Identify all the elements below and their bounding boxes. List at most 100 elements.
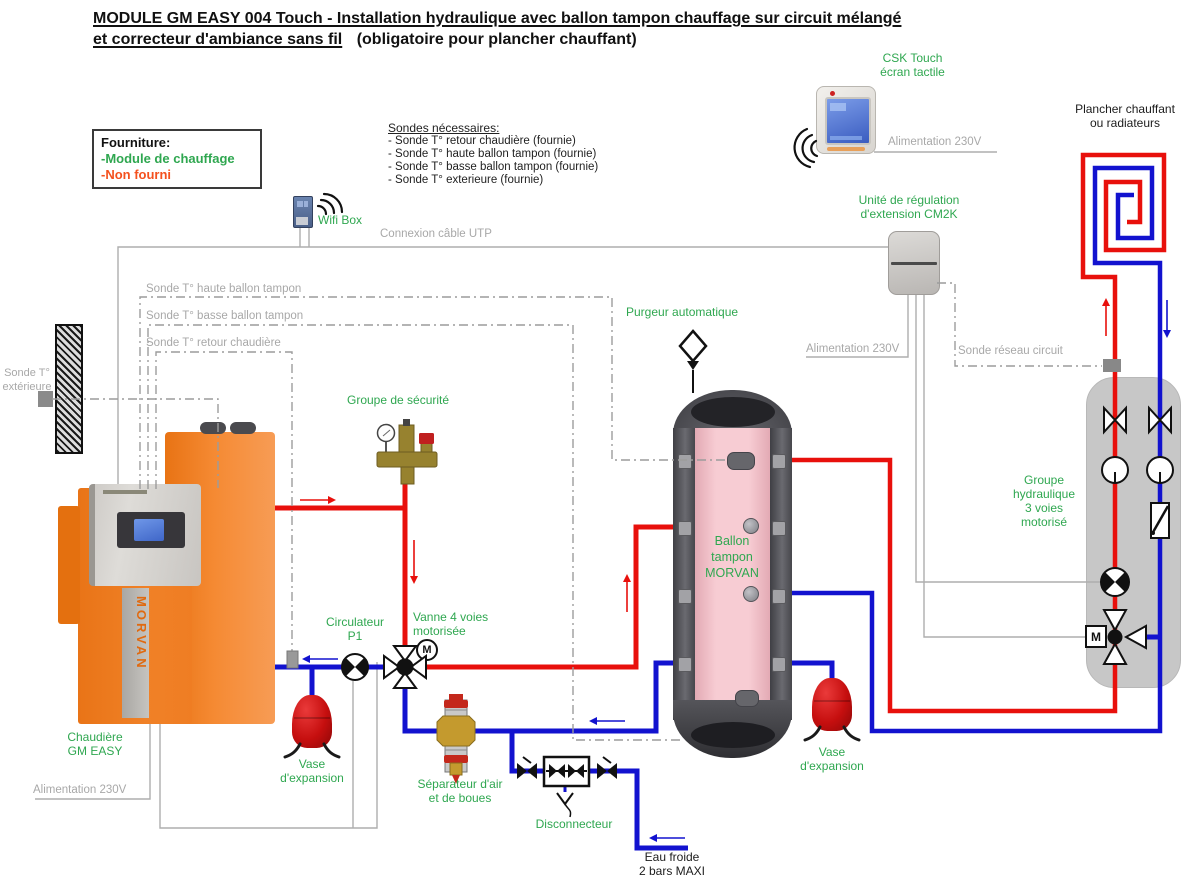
group-motor-letter: M: [1091, 630, 1101, 644]
boiler-left-panel: [58, 506, 80, 624]
legend-supplied: -Module de chauffage: [101, 151, 235, 166]
csk-touch-device: [816, 86, 876, 154]
circuit-sensor-block: [1103, 359, 1121, 372]
sensor-wires: [52, 282, 1102, 741]
buffer-tank-right-rail: [770, 428, 792, 720]
expansion-vessel-label: Vase d'expansion: [800, 745, 864, 773]
boiler-display: [134, 519, 164, 541]
boiler-brand-strip: MORVAN: [122, 588, 149, 718]
csk-touch-label: CSK Touch écran tactile: [880, 51, 945, 79]
title-line1: MODULE GM EASY 004 Touch - Installation …: [93, 10, 902, 27]
tank-port: [772, 454, 786, 469]
pump-p1-symbol: [341, 653, 369, 681]
backflow-preventer-label: Disconnecteur: [535, 817, 613, 831]
pump-p1-label: Circulateur P1: [325, 615, 385, 643]
csk-screen[interactable]: [825, 97, 871, 145]
buffer-tank-label: Ballon tampon MORVAN: [705, 534, 759, 580]
four-way-valve-symbol: [383, 639, 438, 689]
csk-logo-dot: [830, 91, 835, 96]
cold-water-label: Eau froide 2 bars MAXI: [638, 850, 706, 878]
hot-water-pipes: [262, 152, 1167, 714]
cm2k-label: Unité de régulation d'extension CM2K: [858, 193, 960, 221]
outdoor-sensor-block: [38, 391, 53, 407]
tank-base-inner: [691, 722, 775, 748]
sensor-item: - Sonde T° exterieure (fournie): [388, 174, 544, 186]
tank-top-sensor: [727, 452, 755, 470]
wifi-signal-icon: [793, 127, 819, 169]
floor-heating-spiral-hot: [786, 152, 1167, 714]
tank-port: [678, 521, 692, 536]
air-vent-label: Purgeur automatique: [626, 305, 739, 319]
cm2k-device: [888, 231, 940, 295]
flow-arrows: [300, 298, 1171, 842]
required-sensors-list: Sondes nécessaires: - Sonde T° retour ch…: [388, 121, 598, 187]
sensor-return-label: Sonde T° retour chaudière: [146, 337, 281, 349]
shutoff-valve-icon: [597, 756, 617, 779]
csk-bottom-trim: [827, 147, 865, 151]
legend-not-supplied: -Non fourni: [101, 167, 172, 182]
utp-cable-label: Connexion câble UTP: [380, 228, 492, 240]
csk-screen-clock: [830, 103, 846, 111]
title-line2-plain: (obligatoire pour plancher chauffant): [356, 31, 637, 48]
tank-port: [772, 657, 786, 672]
vessel-legs: [283, 725, 861, 759]
display-slot: [117, 512, 185, 548]
tank-port: [772, 589, 786, 604]
buffer-tank-front: [695, 428, 770, 720]
sensor-low-label: Sonde T° basse ballon tampon: [146, 310, 304, 322]
backflow-preventer-symbol: [542, 755, 591, 788]
check-valve-icon: [1150, 502, 1170, 539]
page-title: MODULE GM EASY 004 Touch - Installation …: [93, 8, 1173, 50]
shutoff-valve-icon: [517, 756, 537, 779]
expansion-vessel: [292, 695, 332, 748]
sensor-high-label: Sonde T° haute ballon tampon: [146, 283, 302, 295]
safety-group-label: Groupe de sécurité: [347, 393, 450, 407]
boiler-power-label: Alimentation 230V: [33, 784, 127, 796]
tank-dome-inner: [691, 397, 775, 427]
three-way-valve-symbol: [1085, 609, 1147, 665]
floor-heating-spiral-cold: [786, 165, 1163, 734]
boiler-label: Chaudière GM EASY: [67, 730, 123, 758]
sensor-item: - Sonde T° retour chaudière (fournie): [388, 135, 576, 147]
wifi-box-label: Wifi Box: [318, 213, 363, 227]
title-line2-underlined: et correcteur d'ambiance sans fil: [93, 31, 343, 48]
four-way-valve-label: Vanne 4 voies motorisée: [413, 610, 489, 638]
panel-brand-strip: [103, 490, 147, 494]
legend-header: Fourniture:: [101, 135, 171, 150]
air-dirt-separator-symbol: [436, 694, 476, 784]
cm2k-power-label: Alimentation 230V: [806, 343, 900, 355]
sensor-item: - Sonde T° basse ballon tampon (fournie): [388, 161, 599, 173]
separator-label: Séparateur d'air et de boues: [417, 777, 503, 805]
outdoor-sensor-label: Sonde T° extérieure: [2, 367, 52, 393]
tank-thermowell: [743, 586, 759, 602]
boiler-control-panel: [89, 484, 201, 586]
tank-port: [678, 454, 692, 469]
electric-cables: [35, 151, 1101, 829]
csk-power-label: Alimentation 230V: [888, 136, 982, 148]
boiler-brand-text: MORVAN: [134, 596, 149, 671]
tank-port: [678, 589, 692, 604]
wifi-signal-icon: [316, 192, 344, 216]
safety-group-symbol: [376, 419, 438, 485]
tank-bottom-sensor: [735, 690, 759, 707]
tank-port: [678, 657, 692, 672]
isolation-valve-icon: [1103, 405, 1172, 435]
air-vent-symbol: [678, 329, 708, 393]
valve-motor-letter: M: [422, 644, 432, 656]
return-sensor-block: [286, 650, 299, 669]
drain-funnel-icon: [556, 792, 574, 818]
return-water-pipes: [262, 165, 1163, 851]
silo-handle: [230, 422, 256, 434]
floor-heating-label: Plancher chauffant ou radiateurs: [1075, 102, 1175, 130]
group-pump-icon: [1100, 567, 1130, 597]
tank-port: [772, 521, 786, 536]
outdoor-sensor: [55, 324, 83, 454]
supply-legend-box: Fourniture: -Module de chauffage -Non fo…: [92, 129, 262, 189]
wifi-box-detail: [297, 201, 303, 207]
wifi-box-detail: [304, 201, 308, 207]
circuit-sensor-label: Sonde réseau circuit: [958, 345, 1063, 357]
expansion-vessel: [812, 678, 852, 731]
